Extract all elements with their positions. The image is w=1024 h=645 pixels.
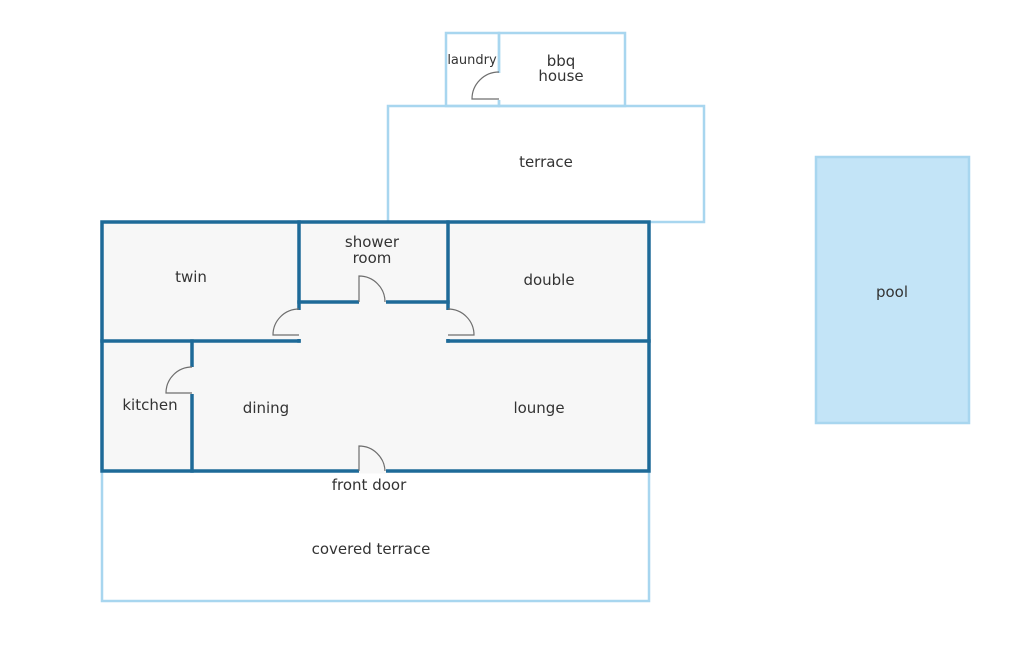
pool-label: pool: [876, 283, 908, 301]
pool-shape: [814, 155, 971, 425]
bbq-house-label-line2: house: [538, 67, 583, 85]
outbuilding: [444, 31, 627, 108]
front-door-label: front door: [332, 476, 407, 494]
lounge-label: lounge: [513, 399, 564, 417]
shower-room-label-line2: room: [353, 249, 392, 267]
room-labels: laundry bbq house terrace twin shower ro…: [122, 52, 908, 558]
double-label: double: [523, 271, 574, 289]
kitchen-door-icon: [165, 366, 193, 394]
double-door-icon: [447, 308, 475, 336]
laundry-label: laundry: [447, 53, 497, 68]
twin-label: twin: [175, 268, 207, 286]
laundry-door-icon: [471, 71, 500, 100]
twin-door-icon: [272, 308, 300, 336]
dining-label: dining: [243, 399, 289, 417]
doors: [165, 275, 475, 474]
covered-terrace-label: covered terrace: [312, 540, 431, 558]
front-door-icon: [358, 445, 386, 472]
bbq-house-label-line1: bbq: [547, 52, 576, 70]
kitchen-label: kitchen: [122, 396, 177, 414]
terrace-label: terrace: [519, 153, 573, 171]
shower-door-icon: [358, 275, 386, 303]
shower-room-label-line1: shower: [345, 233, 400, 251]
